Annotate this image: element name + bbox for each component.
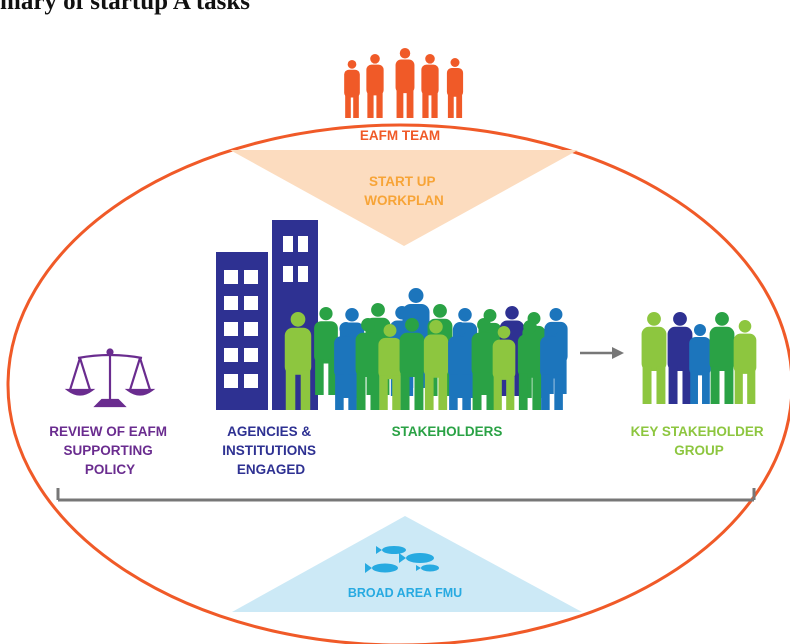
- person-figure: [366, 54, 384, 118]
- team-people-icon: [344, 48, 464, 118]
- arrow-icon: [580, 347, 624, 359]
- stakeholders-label: STAKEHOLDERS: [392, 424, 503, 439]
- person-figure: [540, 322, 564, 410]
- baseline-bracket: [56, 488, 756, 502]
- person-figure: [709, 312, 735, 404]
- person-figure: [471, 318, 497, 410]
- workplan-funnel: [230, 150, 578, 246]
- person-figure: [284, 312, 312, 410]
- person-figure: [399, 318, 425, 410]
- person-figure: [334, 322, 358, 410]
- fish-icon: [365, 546, 439, 573]
- person-figure: [517, 320, 543, 410]
- person-figure: [667, 312, 693, 404]
- person-figure: [421, 54, 439, 118]
- person-figure: [492, 326, 516, 410]
- agencies-label: AGENCIES & INSTITUTIONS ENGAGED: [222, 424, 320, 477]
- person-figure: [448, 322, 472, 410]
- scales-icon: [64, 348, 156, 408]
- key-stakeholder-people-icon: [641, 312, 757, 404]
- person-figure: [378, 324, 402, 410]
- person-figure: [641, 312, 667, 404]
- key-group-label: KEY STAKEHOLDER GROUP: [631, 424, 768, 458]
- person-figure: [314, 307, 338, 395]
- person-figure: [344, 60, 360, 118]
- policy-label: REVIEW OF EAFM SUPPORTING POLICY: [49, 424, 171, 477]
- page-title: mary of startup A tasks: [0, 0, 251, 15]
- person-figure: [423, 320, 449, 410]
- workplan-label: START UP WORKPLAN: [364, 174, 444, 208]
- process-oval: [6, 123, 790, 644]
- person-figure: [355, 318, 381, 410]
- fmu-triangle: [232, 516, 582, 612]
- team-label: EAFM TEAM: [360, 128, 440, 143]
- person-figure: [733, 320, 757, 404]
- stakeholders-crowd-icon: [284, 288, 568, 410]
- person-figure: [395, 48, 415, 118]
- fmu-label: BROAD AREA FMU: [348, 586, 462, 600]
- person-figure: [689, 324, 711, 404]
- person-figure: [446, 58, 464, 118]
